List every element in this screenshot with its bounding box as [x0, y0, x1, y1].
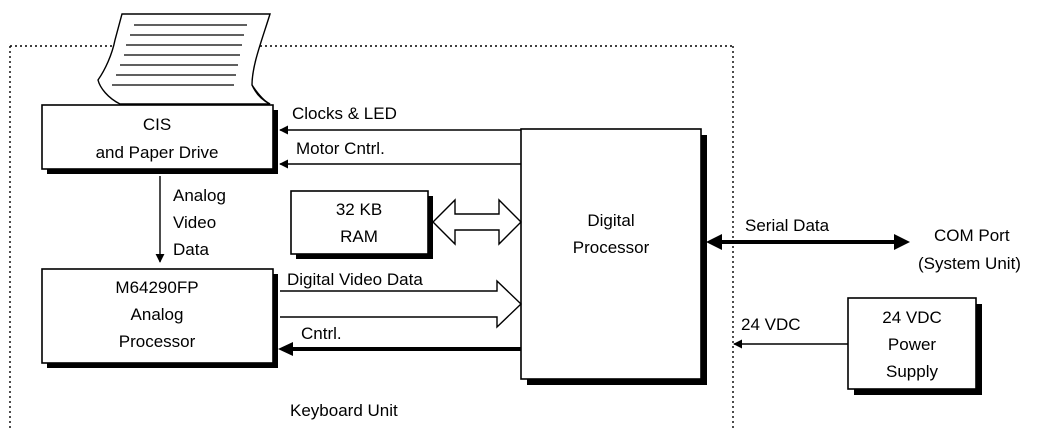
digital-video-data-arrow: Digital Video Data [280, 270, 523, 329]
digital-processor-block: Digital Processor [520, 128, 707, 385]
cis-label-line1: CIS [143, 115, 171, 134]
cntrl-label: Cntrl. [301, 324, 342, 343]
com-port-label-line1: COM Port [934, 226, 1010, 245]
clocks-led-arrow: Clocks & LED [279, 104, 521, 135]
paper-sheet-icon [97, 13, 271, 105]
serial-data-arrow: Serial Data [706, 216, 910, 250]
com-port-label-line2: (System Unit) [918, 254, 1021, 273]
analog-video-label-line2: Video [173, 213, 216, 232]
analog-processor-label-line1: M64290FP [115, 278, 198, 297]
ram-block: 32 KB RAM [290, 190, 433, 259]
ram-label-line1: 32 KB [336, 200, 382, 219]
ram-bus-arrow [432, 198, 522, 246]
analog-video-label-line3: Data [173, 240, 209, 259]
supply-voltage-label: 24 VDC [741, 315, 801, 334]
digital-video-data-label: Digital Video Data [287, 270, 423, 289]
analog-processor-label-line3: Processor [119, 332, 196, 351]
power-supply-label-line3: Supply [886, 362, 938, 381]
motor-cntrl-label: Motor Cntrl. [296, 139, 385, 158]
analog-processor-label-line2: Analog [131, 305, 184, 324]
cis-label-line2: and Paper Drive [96, 143, 219, 162]
digital-processor-label-line2: Processor [573, 238, 650, 257]
power-supply-block: 24 VDC Power Supply [847, 297, 982, 395]
analog-processor-block: M64290FP Analog Processor [41, 268, 278, 368]
cntrl-arrow: Cntrl. [278, 324, 521, 356]
cis-paper-drive-block: CIS and Paper Drive [41, 104, 278, 174]
motor-cntrl-arrow: Motor Cntrl. [279, 139, 521, 169]
supply-arrow: 24 VDC [733, 315, 848, 349]
power-supply-label-line1: 24 VDC [882, 308, 942, 327]
keyboard-unit-label: Keyboard Unit [290, 401, 398, 420]
clocks-led-label: Clocks & LED [292, 104, 397, 123]
analog-video-data-arrow: Analog Video Data [155, 176, 226, 263]
analog-video-label-line1: Analog [173, 186, 226, 205]
power-supply-label-line2: Power [888, 335, 937, 354]
digital-processor-label-line1: Digital [587, 211, 634, 230]
ram-label-line2: RAM [340, 227, 378, 246]
serial-data-label: Serial Data [745, 216, 830, 235]
